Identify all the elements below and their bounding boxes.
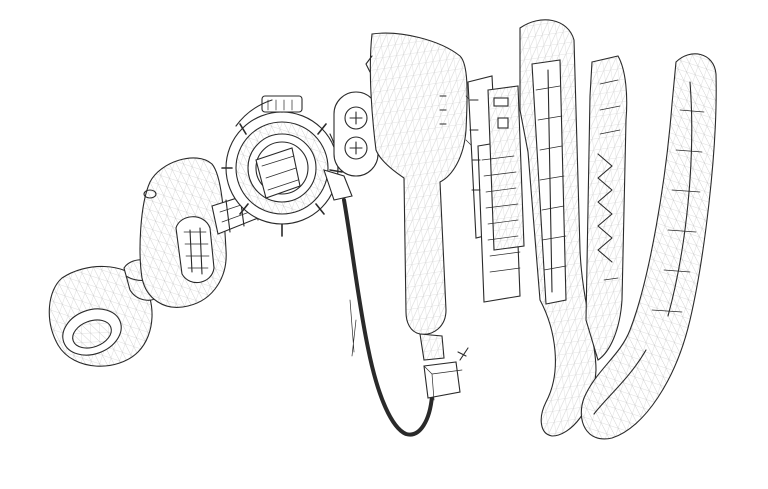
circuit-boards (467, 75, 525, 303)
front-shell (365, 32, 473, 361)
ear-hook (580, 53, 717, 440)
speaker-driver (221, 95, 353, 237)
microphone-cable (342, 198, 434, 437)
control-pod (333, 91, 379, 177)
cable-connector (423, 347, 469, 401)
inner-frame (519, 19, 597, 437)
ear-bud-housing (139, 157, 227, 308)
back-plate (585, 55, 628, 361)
